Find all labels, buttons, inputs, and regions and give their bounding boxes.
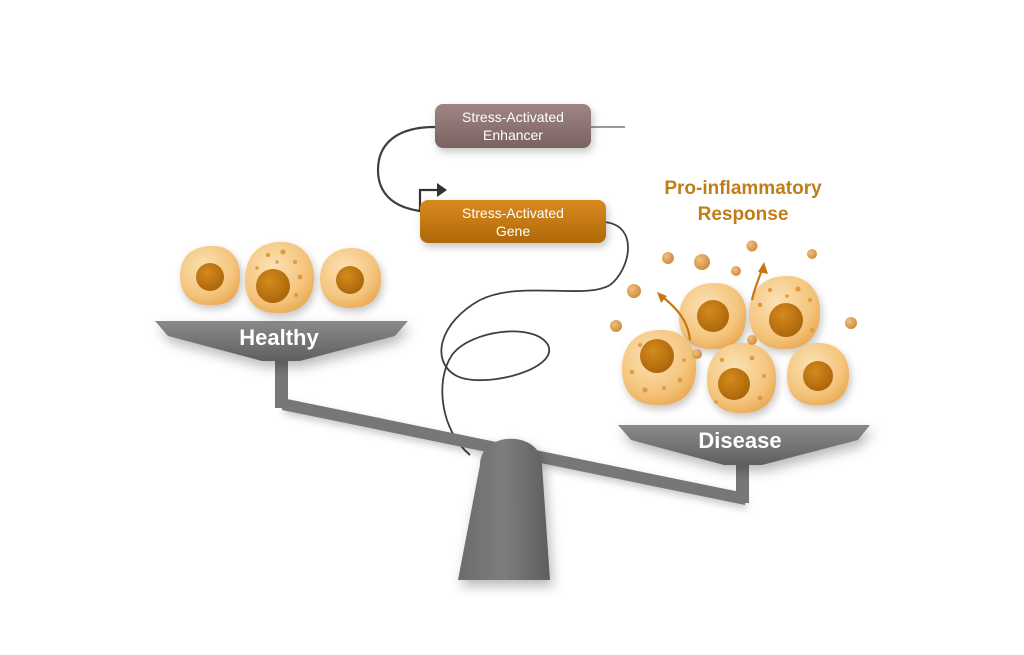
disease-pan	[618, 425, 870, 465]
healthy-cells	[180, 241, 382, 314]
healthy-label: Healthy	[239, 325, 319, 350]
disease-cell	[678, 282, 747, 350]
response-label-line2: Response	[698, 204, 789, 225]
disease-cells	[621, 275, 850, 414]
particle	[845, 317, 857, 329]
particle	[746, 240, 758, 252]
particle	[662, 252, 674, 264]
gene-label-line1: Stress-Activated	[462, 205, 564, 221]
healthy-cell	[320, 247, 382, 308]
dna-thread	[376, 125, 629, 456]
enhancer-box	[435, 104, 591, 148]
enhancer-label-line1: Stress-Activated	[462, 109, 564, 125]
particle	[610, 320, 622, 332]
particle	[694, 254, 710, 270]
healthy-cell	[180, 245, 241, 306]
gene-box	[420, 200, 606, 243]
response-arrows	[657, 262, 768, 341]
response-arrow-icon	[663, 297, 692, 341]
gene-label-line2: Gene	[496, 223, 530, 239]
disease-cell	[748, 275, 821, 350]
enhancer-label-line2: Enhancer	[483, 127, 543, 143]
particle	[731, 266, 741, 276]
particle	[627, 284, 641, 298]
healthy-cell	[244, 241, 315, 314]
particle	[747, 335, 757, 345]
response-label-line1: Pro-inflammatory	[664, 178, 822, 199]
disease-cell	[706, 342, 777, 414]
disease-label: Disease	[698, 428, 781, 453]
fulcrum	[458, 438, 550, 580]
transcription-start-arrow-icon	[418, 183, 447, 212]
left-pan-support	[275, 355, 288, 408]
particle	[807, 249, 817, 259]
disease-cell	[621, 329, 697, 406]
healthy-pan	[155, 321, 408, 361]
particle	[692, 349, 702, 359]
secreted-particles	[610, 240, 857, 359]
disease-cell	[786, 342, 850, 406]
